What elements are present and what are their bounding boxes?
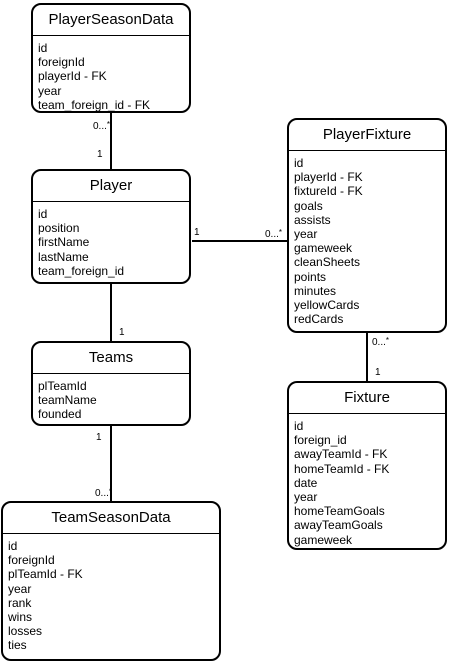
field-item: awayTeamGoals — [294, 518, 383, 533]
field-item: id — [38, 207, 48, 221]
connector-player-teams — [110, 284, 112, 342]
field-item: team_foreign_id — [38, 263, 125, 278]
entity-title: Teams — [33, 343, 189, 374]
field-item: lastName — [38, 249, 89, 264]
field-item: teamName — [38, 393, 97, 408]
field-item: team_foreign_id - FK — [38, 97, 151, 112]
field-item: year — [294, 226, 318, 241]
cardinality-label: 1 — [375, 367, 381, 378]
entity-title: Fixture — [289, 383, 445, 414]
field-item: firstName — [38, 235, 90, 250]
field-item: ties — [8, 638, 27, 653]
field-item: plTeamId - FK — [8, 567, 83, 582]
entity-title: PlayerSeasonData — [33, 5, 189, 36]
field-item: gameweek — [294, 241, 353, 256]
cardinality-label: 0...* — [93, 120, 111, 132]
field-item: playerId - FK — [38, 69, 107, 84]
entity-title: TeamSeasonData — [3, 503, 219, 534]
cardinality-label: 1 — [119, 327, 125, 338]
field-item: year — [8, 581, 32, 596]
cardinality-label: 0...* — [265, 228, 283, 240]
field-item: foreignId — [38, 55, 85, 70]
field-item: founded — [38, 407, 82, 422]
field-item: id — [294, 156, 304, 170]
cardinality-label: 1 — [96, 432, 102, 443]
field-item: gameweek — [294, 532, 353, 547]
cardinality-label: 0...* — [95, 487, 113, 499]
cardinality-label: 0...* — [372, 336, 390, 348]
field-item: awayTeamId - FK — [294, 447, 388, 462]
field-item: position — [38, 221, 80, 236]
entity-title: Player — [33, 171, 189, 202]
field-item: id — [38, 41, 48, 55]
field-item: year — [38, 83, 62, 98]
field-item: wins — [8, 609, 33, 624]
field-item: points — [294, 269, 327, 284]
field-item: foreignId — [8, 553, 55, 568]
field-item: minutes — [294, 283, 337, 298]
cardinality-label: 1 — [194, 227, 200, 238]
field-item: assists — [294, 212, 331, 227]
connector-teams-teamseasondata — [110, 425, 112, 502]
field-item: redCards — [294, 312, 344, 327]
field-item: losses — [8, 624, 43, 639]
field-item: date — [294, 475, 318, 490]
connector-playerfixture-fixture — [366, 333, 368, 381]
field-item: homeTeamId - FK — [294, 461, 390, 476]
field-item: id — [294, 419, 304, 433]
field-item: foreign_id — [294, 433, 347, 448]
field-item: homeTeamGoals — [294, 504, 385, 519]
field-item: rank — [8, 595, 32, 610]
field-item: year — [294, 489, 318, 504]
entity-title: PlayerFixture — [289, 120, 445, 151]
cardinality-label: 1 — [97, 149, 103, 160]
field-item: goals — [294, 198, 323, 213]
connector-playerseasondata-player — [110, 113, 112, 170]
field-item: fixtureId - FK — [294, 184, 363, 199]
field-item: playerId - FK — [294, 170, 363, 185]
field-item: cleanSheets — [294, 255, 361, 270]
field-item: yellowCards — [294, 297, 360, 312]
field-item: plTeamId — [38, 379, 87, 393]
field-item: id — [8, 539, 18, 553]
connector-player-playerfixture — [192, 240, 287, 242]
